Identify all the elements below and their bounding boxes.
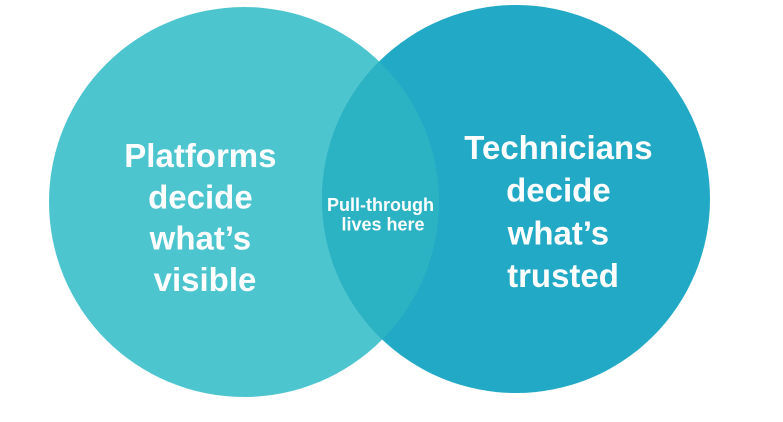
left-circle-label: Platforms decide what’s visible	[124, 137, 285, 298]
left-circle-platforms	[49, 7, 439, 397]
right-circle-label: Technicians decide what’s trusted	[464, 129, 661, 294]
overlap-label: Pull-through lives here	[327, 195, 439, 235]
label-line: decide	[506, 172, 611, 209]
label-line: what’s	[149, 220, 251, 257]
label-line: Technicians	[464, 129, 652, 166]
label-line: Pull-through	[327, 195, 434, 215]
label-line: visible	[154, 261, 257, 298]
label-line: trusted	[507, 257, 619, 294]
label-line: decide	[148, 178, 253, 215]
label-line: what’s	[507, 214, 609, 251]
right-circle-technicians	[322, 5, 710, 393]
label-line: lives here	[341, 215, 424, 235]
label-line: Platforms	[124, 137, 276, 174]
